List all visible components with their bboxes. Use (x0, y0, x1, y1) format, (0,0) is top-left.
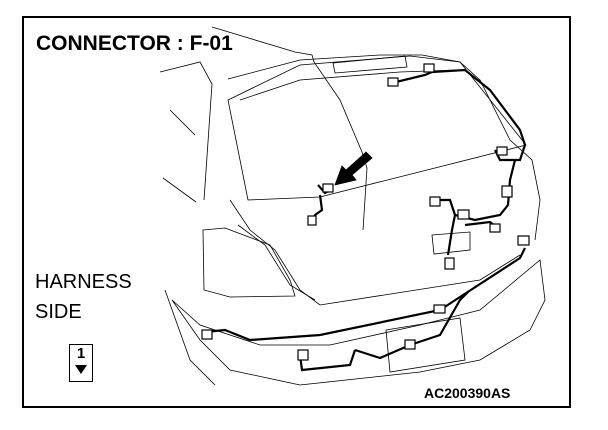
connector (433, 304, 446, 314)
connector (307, 215, 317, 226)
plate-recess (431, 231, 471, 255)
tailgate-outline (227, 54, 541, 241)
connectors (201, 63, 530, 361)
down-arrow-icon (75, 365, 87, 374)
connector (429, 196, 441, 207)
pin-indicator: 1 (69, 344, 93, 382)
pointer-arrow-icon (334, 151, 373, 186)
connector-title: CONNECTOR : F-01 (36, 32, 233, 55)
connector (457, 209, 470, 220)
connector (387, 77, 399, 87)
wire-harness (204, 68, 527, 372)
connector (423, 63, 435, 73)
light-bar (332, 55, 408, 74)
rear-window (227, 55, 527, 201)
connector (444, 257, 455, 270)
connector (201, 329, 213, 340)
side-body (159, 61, 213, 203)
connector (297, 349, 309, 361)
tail-lamp (202, 227, 296, 298)
tailgate-lower-inner (237, 224, 316, 301)
connector (404, 339, 416, 350)
connector-f01 (322, 183, 334, 193)
diagram-frame (22, 16, 571, 408)
view-label-line1: HARNESS (35, 271, 132, 293)
bumper-plate (385, 317, 466, 373)
bumper (171, 259, 546, 386)
connector (489, 223, 501, 233)
view-label-line2: SIDE (35, 301, 82, 323)
connector (517, 235, 530, 246)
figure-code: AC200390AS (424, 385, 511, 401)
pin-number: 1 (76, 345, 86, 362)
connector (501, 185, 513, 198)
roof-line (211, 26, 368, 231)
side-lower (164, 289, 216, 386)
connector (496, 146, 508, 156)
tailgate-lower (229, 199, 521, 306)
